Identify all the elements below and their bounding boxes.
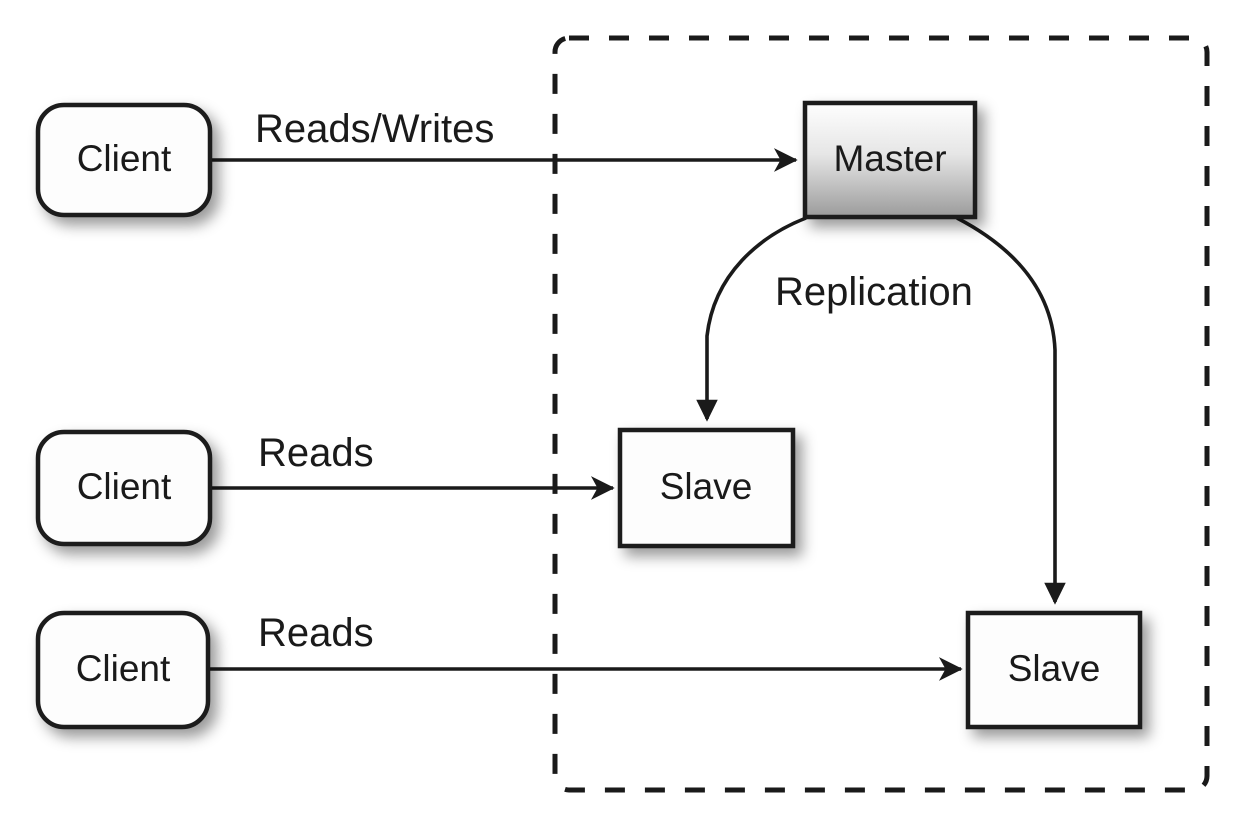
- datacenter-boundary: [552, 35, 1210, 793]
- master-box[interactable]: [802, 100, 978, 220]
- edge-label-reads-lower: Reads: [258, 611, 374, 655]
- node-client-bottom[interactable]: Client: [35, 610, 211, 730]
- client-bottom-label: Client: [76, 648, 171, 689]
- slave-lower-label: Slave: [1008, 648, 1101, 689]
- node-client-middle[interactable]: Client: [35, 429, 213, 547]
- client-top-label: Client: [77, 138, 172, 179]
- edge-curve-replication-right: [956, 216, 1066, 605]
- edge-label-reads-upper: Reads: [258, 431, 374, 475]
- client-middle-label: Client: [77, 466, 172, 507]
- edge-master-slave-upper: [696, 216, 807, 422]
- master-label: Master: [833, 138, 946, 179]
- slave-upper-label: Slave: [660, 466, 753, 507]
- node-slave-upper[interactable]: Slave: [617, 427, 796, 549]
- edge-label-reads-writes: Reads/Writes: [255, 107, 494, 151]
- slave-upper-box[interactable]: [617, 427, 796, 549]
- slave-lower-box[interactable]: [965, 610, 1143, 730]
- client-middle-box[interactable]: [35, 429, 213, 547]
- edge-curve-replication-left: [696, 216, 807, 422]
- node-master[interactable]: Master: [802, 100, 978, 220]
- node-slave-lower[interactable]: Slave: [965, 610, 1143, 730]
- client-top-box[interactable]: [35, 102, 213, 218]
- edge-master-slave-lower: [956, 216, 1066, 605]
- edge-label-replication: Replication: [775, 270, 973, 314]
- client-bottom-box[interactable]: [35, 610, 211, 730]
- node-client-top[interactable]: Client: [35, 102, 213, 218]
